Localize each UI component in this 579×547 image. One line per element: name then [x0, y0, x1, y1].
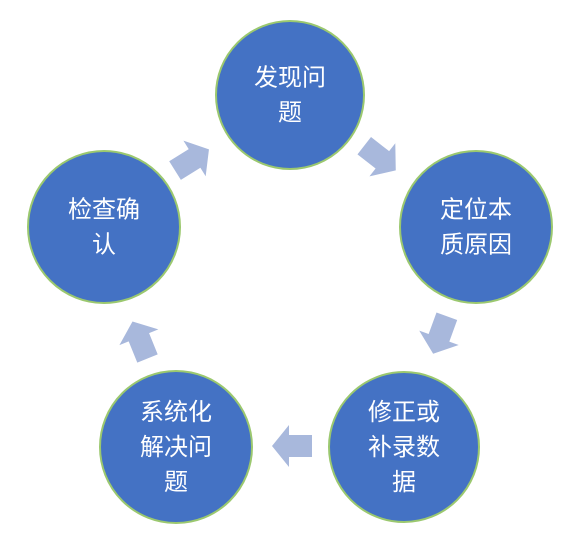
arrow-verify-to-discover	[169, 140, 209, 180]
arrow-root-cause-to-fix	[419, 312, 459, 354]
node-circle	[99, 370, 253, 524]
node-label-line: 补录数	[368, 433, 440, 461]
arrow-fix-to-systematic	[272, 425, 312, 467]
node-label-line: 题	[164, 468, 188, 496]
node-label-line: 修正或	[368, 398, 440, 426]
arrows-group	[119, 137, 459, 467]
node-label-line: 题	[278, 99, 302, 127]
node-label-line: 解决问	[140, 433, 212, 461]
node-label-line: 系统化	[140, 398, 212, 426]
node-circle	[399, 150, 553, 304]
arrow-discover-to-root-cause	[357, 137, 396, 177]
arrow-systematic-to-verify	[119, 321, 159, 363]
node-label-line: 认	[92, 231, 116, 259]
node-circle	[328, 371, 480, 523]
node-label-line: 据	[392, 468, 416, 496]
node-circle	[215, 20, 365, 170]
node-label-line: 定位本	[440, 196, 512, 224]
node-label-line: 检查确	[68, 196, 140, 224]
node-circle	[27, 150, 181, 304]
node-label-line: 质原因	[440, 231, 512, 259]
node-label-line: 发现问	[254, 64, 326, 92]
